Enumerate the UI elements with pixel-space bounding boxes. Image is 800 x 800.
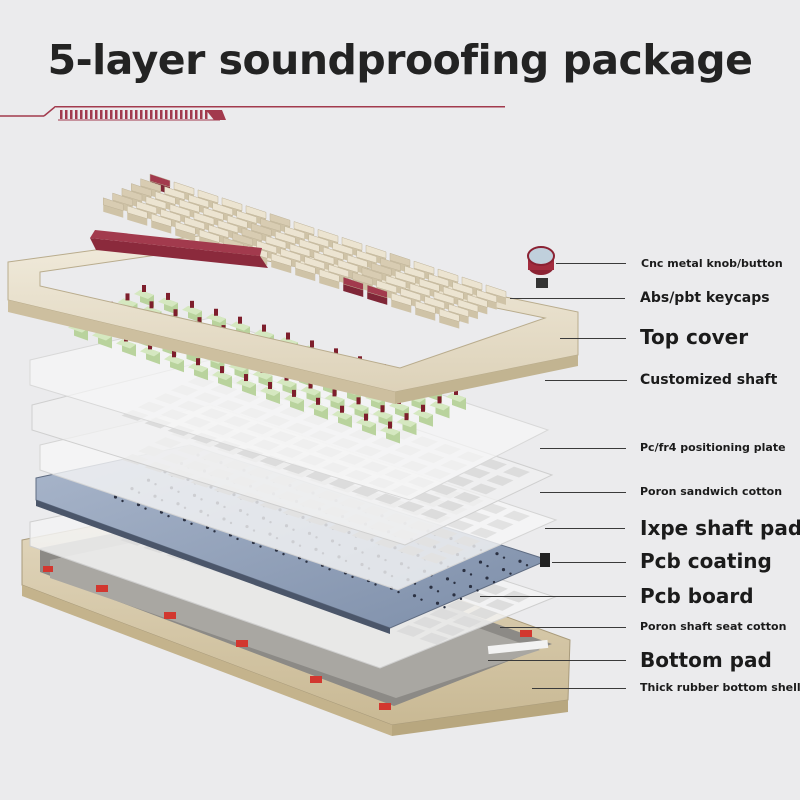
knob-leader [556,263,626,264]
label-top-cover: Top cover [640,325,749,349]
label-keycaps: Abs/pbt keycaps [640,290,770,306]
label-plate: Pc/fr4 positioning plate [640,441,786,454]
pcb-coating-leader [552,562,626,563]
top-cover-layer [7,234,579,404]
top-cover-leader [560,338,626,339]
label-seat-cotton: Poron shaft seat cotton [640,620,787,633]
knob [527,246,555,288]
bottom-pad-leader [488,660,626,661]
title-underline-decoration [0,106,505,121]
plate-leader [540,448,626,449]
label-shaft: Customized shaft [640,372,778,388]
bottom-shell-leader [532,688,626,689]
label-bottom-pad: Bottom pad [640,648,772,672]
shaft-leader [545,380,627,381]
seat-cotton-leader [500,627,626,628]
page-title: 5-layer soundproofing package [47,36,753,84]
label-pcb-coating: Pcb coating [640,549,772,573]
sandwich-leader [540,492,626,493]
keycap-layer [90,173,507,329]
label-pcb-board: Pcb board [640,584,754,608]
label-sandwich: Poron sandwich cotton [640,485,783,498]
label-knob: Cnc metal knob/button [641,257,783,270]
label-bottom-shell: Thick rubber bottom shell [640,681,800,694]
label-ixpe: Ixpe shaft pad [640,516,800,540]
keycaps-leader [510,298,625,299]
pcb-board-leader [480,596,626,597]
ixpe-leader [545,528,625,529]
